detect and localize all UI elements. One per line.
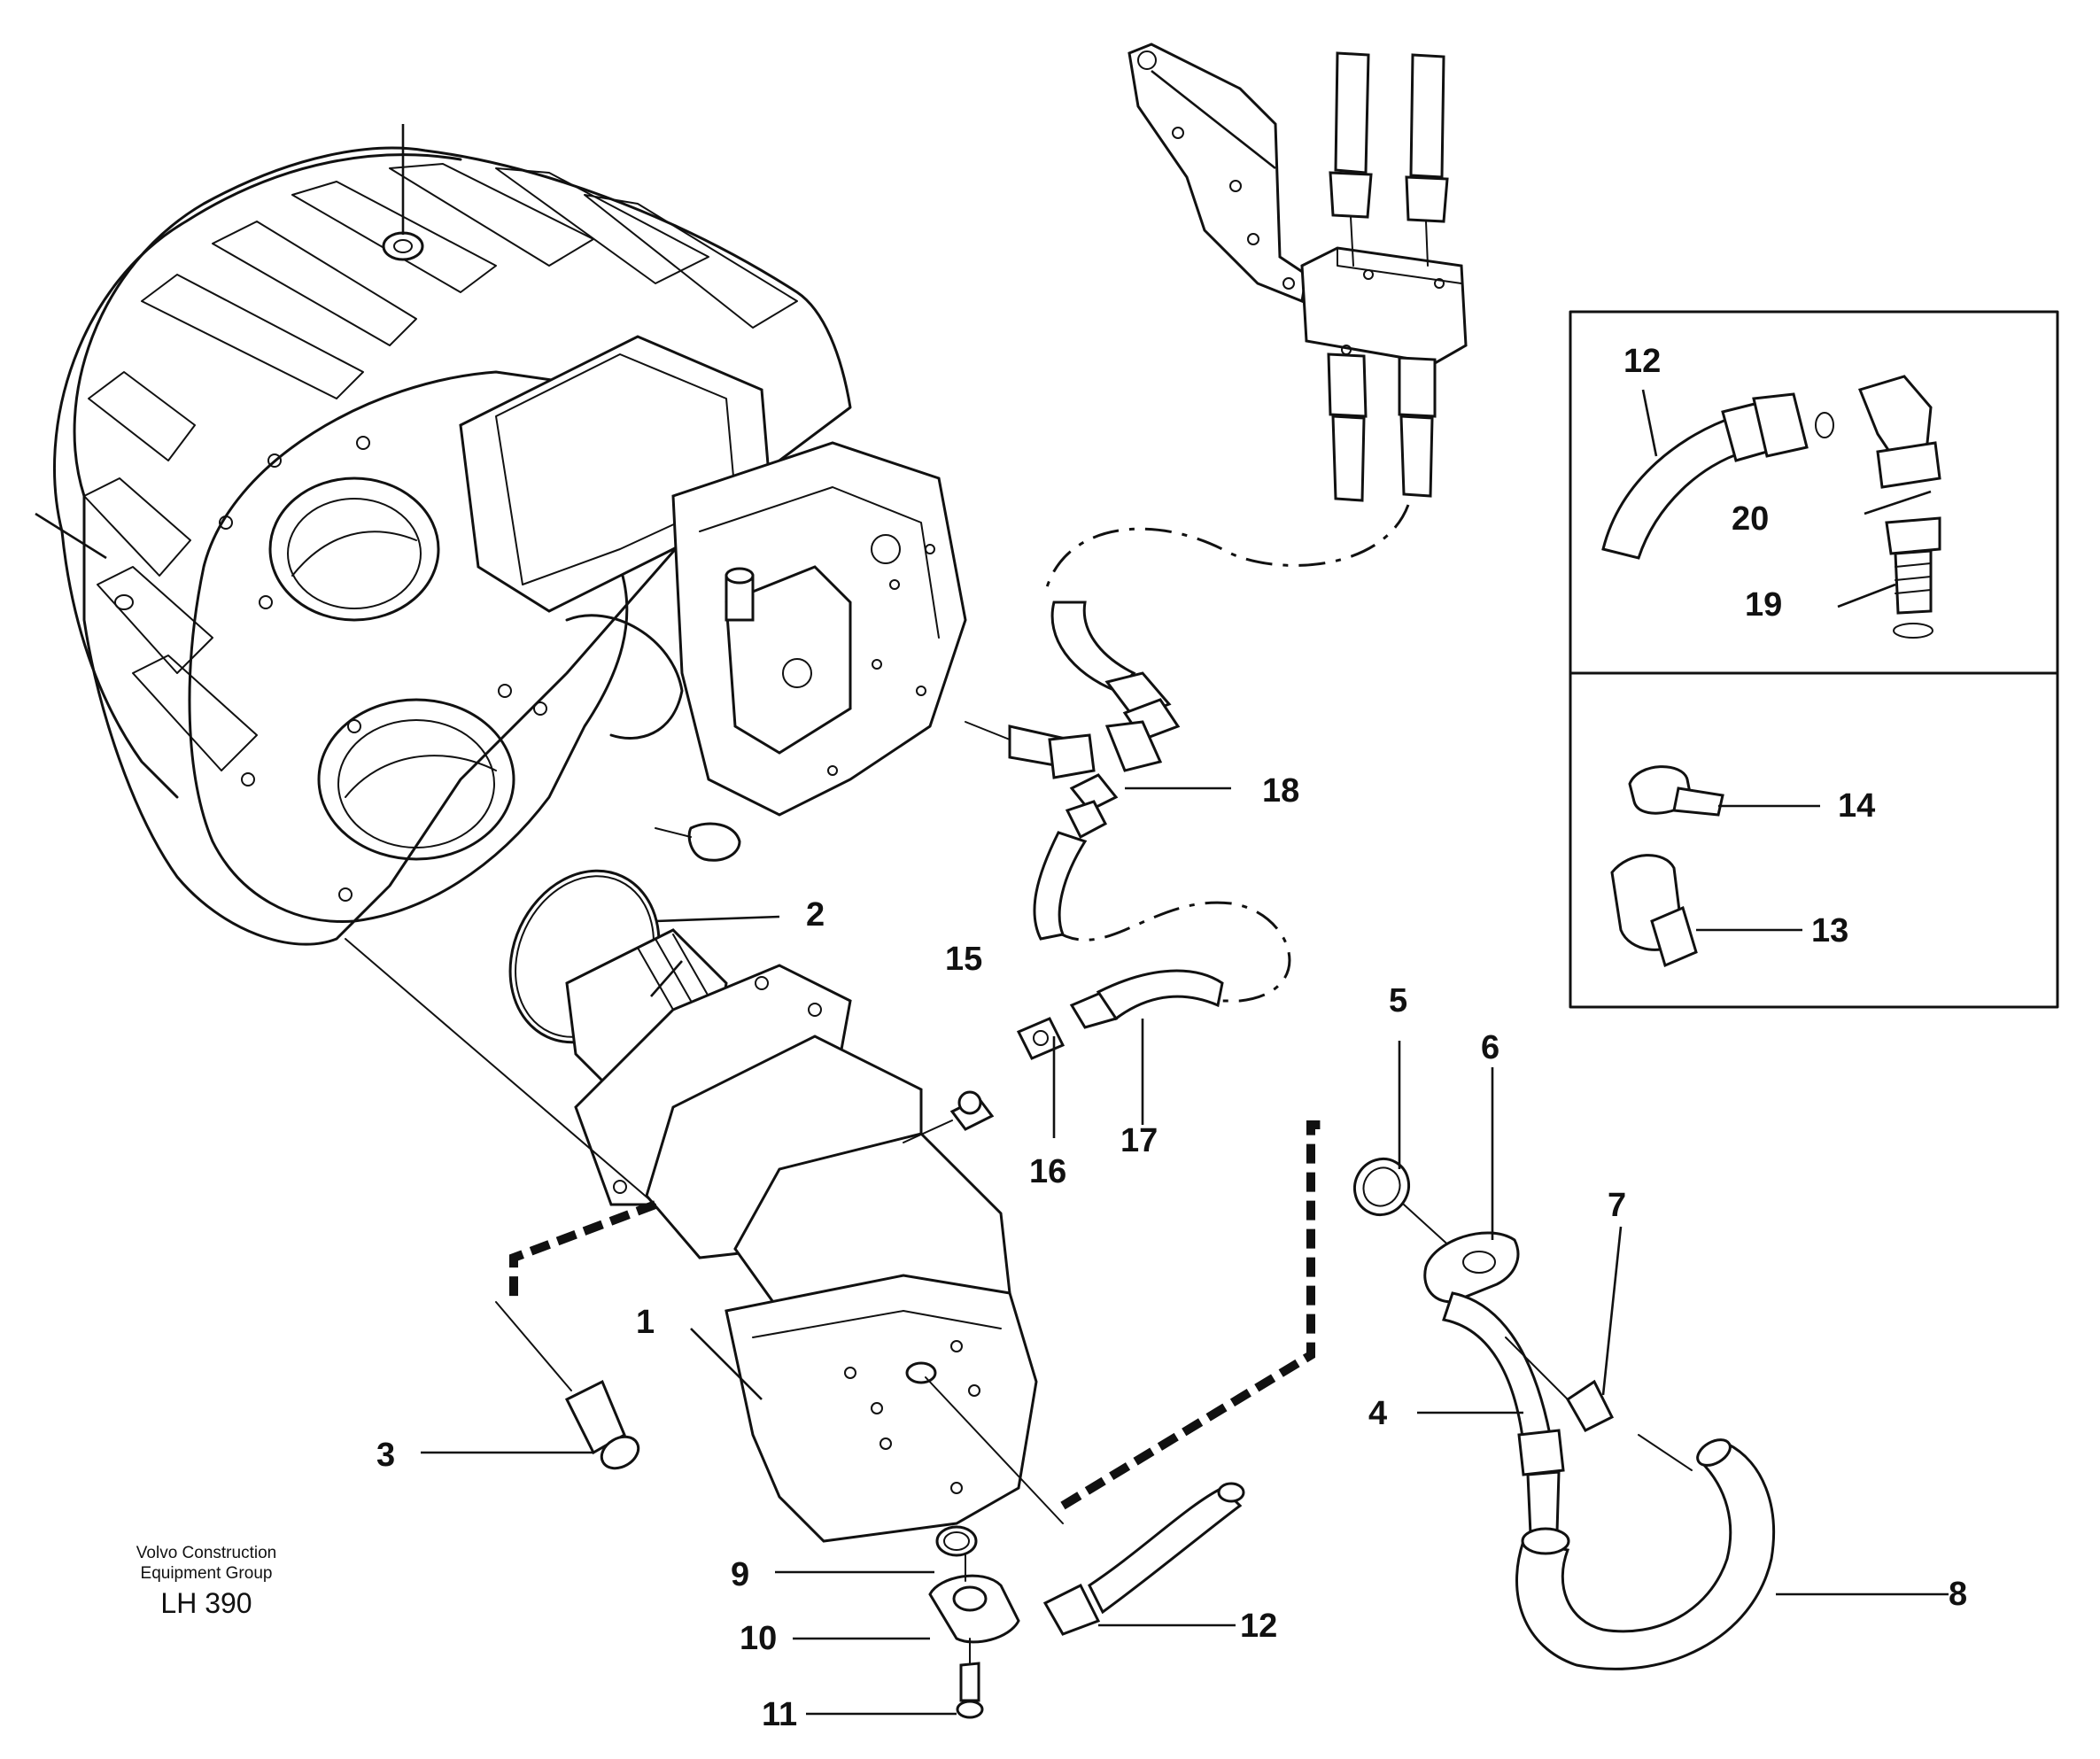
callout-10: 10 [740,1620,777,1657]
callout-16: 16 [1029,1153,1066,1190]
caption-line-1: Volvo Construction [136,1544,277,1562]
callout-2: 2 [806,896,825,934]
callout-11: 11 [762,1696,797,1733]
flywheel-housing [52,146,852,946]
inset-callout-20: 20 [1732,500,1769,538]
diagram-code: LH 390 [160,1587,252,1619]
caption-line-2: Equipment Group [140,1564,273,1583]
leader-lines [35,69,1949,1716]
callout-18: 18 [1262,772,1299,810]
alignment-line [345,938,656,1205]
callout-12: 12 [1240,1608,1277,1645]
callout-9: 9 [731,1556,749,1593]
bottom-fittings [925,1376,1245,1719]
inset-callout-14: 14 [1838,787,1875,825]
callout-labels: 1 2 3 4 5 6 7 8 9 10 11 12 15 16 17 18 1… [376,343,1967,1733]
bolt-3 [495,1301,640,1470]
hose-18-assembly [965,601,1181,941]
detail-inset [1569,310,2059,1009]
callout-3: 3 [376,1437,395,1474]
callout-7: 7 [1608,1187,1626,1224]
callout-17: 17 [1120,1122,1158,1159]
publisher-caption: Volvo Construction Equipment Group LH 39… [105,1543,308,1621]
callout-1: 1 [636,1304,655,1341]
inset-callout-19: 19 [1745,586,1782,624]
pump-1 [508,869,1038,1543]
pipe-assembly [1352,1157,1776,1670]
callout-4: 4 [1368,1395,1387,1432]
routing-dash-right [1060,1120,1329,1510]
routing-dash-left [509,1200,657,1302]
inset-callout-13: 13 [1811,912,1848,949]
inset-callout-12: 12 [1623,343,1661,380]
hose-route-lower [1053,901,1291,1003]
valve-block-assembly [1127,43,1468,502]
fittings-15-16-17 [903,969,1224,1143]
callout-5: 5 [1389,982,1407,1019]
callout-8: 8 [1949,1576,1967,1613]
hose-route-upper [1043,504,1410,594]
callout-6: 6 [1481,1029,1499,1066]
upper-pump [459,335,967,817]
callout-15: 15 [945,941,982,978]
